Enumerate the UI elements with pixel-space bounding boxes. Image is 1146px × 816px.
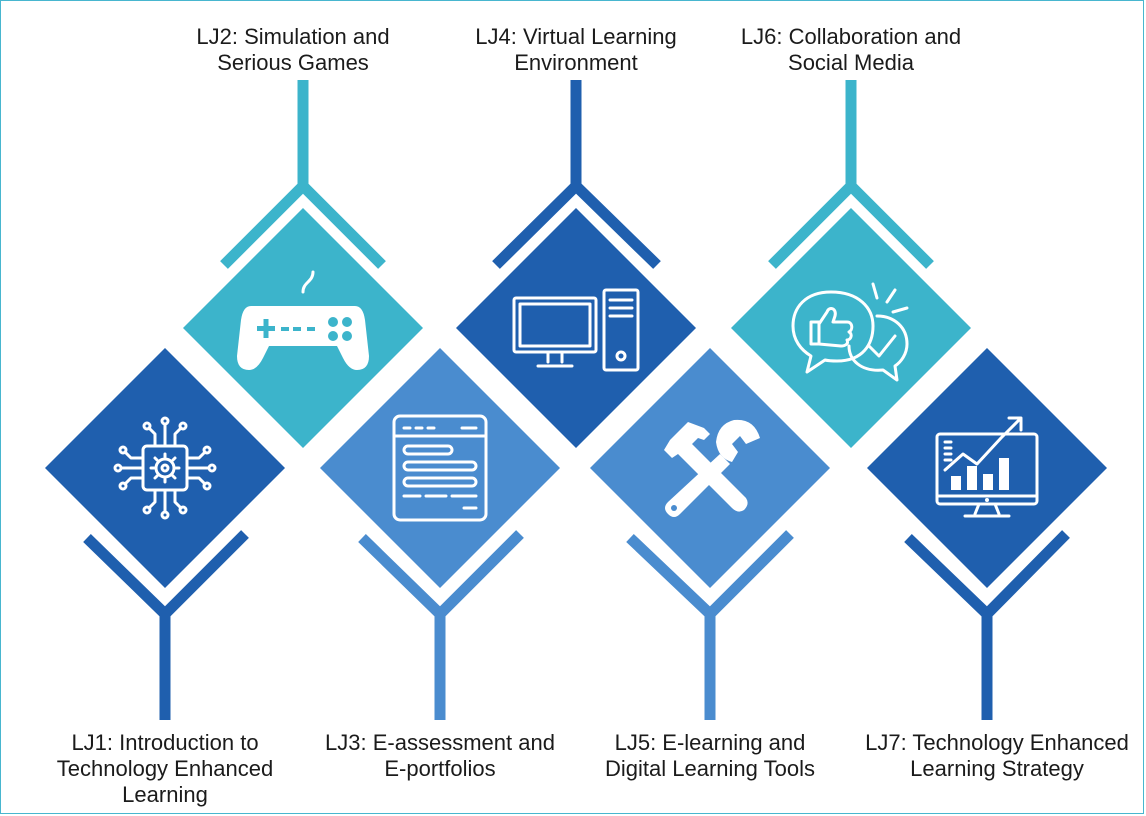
diamond-lj3 [320,348,560,588]
label-lj1: LJ1: Introduction to Technology Enhanced… [56,730,274,807]
chip-gear-icon [113,416,217,520]
diamond-lj7 [867,348,1107,588]
connector-lj3 [358,530,524,720]
hammer-wrench-icon [664,419,760,517]
form-window-icon [392,414,488,522]
connector-lj1 [83,530,249,720]
label-lj5: LJ5: E-learning and Digital Learning Too… [605,730,815,781]
label-lj2: LJ2: Simulation and Serious Games [196,24,390,75]
connector-lj4 [492,80,661,269]
label-lj3: LJ3: E-assessment and E-portfolios [325,730,555,781]
diamond-lj4 [456,208,696,448]
connector-lj7 [904,530,1070,720]
gamepad-icon [237,270,369,370]
label-lj6: LJ6: Collaboration and Social Media [740,24,962,75]
connector-lj6 [768,80,934,269]
label-lj4: LJ4: Virtual Learning Environment [475,24,677,75]
chat-bubbles-like-icon [791,282,909,382]
connector-lj5 [626,530,794,720]
desktop-computer-icon [512,288,640,372]
connector-lj2 [220,80,386,269]
label-lj7: LJ7: Technology Enhanced Learning Strate… [865,730,1129,781]
diamond-lj1 [45,348,285,588]
growth-chart-monitor-icon [935,416,1039,518]
